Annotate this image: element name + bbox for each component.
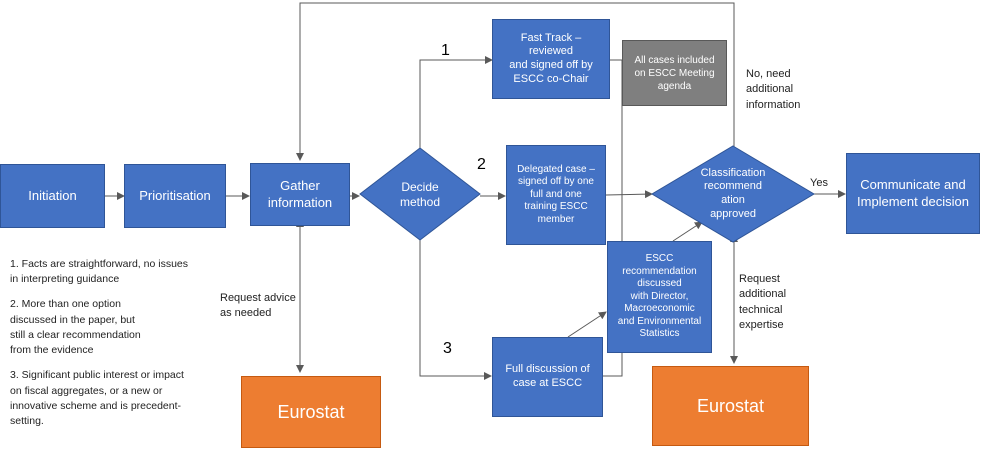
note-3: 3. Significant public interest or impact…	[10, 369, 184, 427]
decide-method-diamond	[359, 147, 481, 241]
arrow-decide-full-discussion	[419, 240, 492, 380]
prioritisation-label: Prioritisation	[139, 187, 211, 203]
escc-recommendation-box: ESCC recommendation discussed with Direc…	[607, 241, 712, 353]
eurostat-left-label: Eurostat	[277, 401, 345, 422]
initiation-label: Initiation	[28, 187, 77, 203]
arrow-full-discussion-escc-recommendation	[567, 311, 607, 338]
fast-track-box: Fast Track – reviewed and signed off by …	[492, 19, 610, 99]
arrow-decide-fast-track	[419, 56, 493, 148]
eurostat-right-label: Eurostat	[696, 395, 765, 416]
fast-track-label: Fast Track – reviewed and signed off by …	[509, 31, 593, 85]
request-expertise-label: Request additional technical expertise	[739, 273, 787, 332]
full-discussion-box: Full discussion of case at ESCC	[492, 337, 603, 417]
arrow-delegated-classification	[605, 190, 653, 199]
initiation-box: Initiation	[0, 164, 105, 228]
yes-label: Yes	[810, 177, 828, 189]
all-cases-agenda-label: All cases included on ESCC Meeting agend…	[634, 54, 715, 92]
escc-recommendation-label: ESCC recommendation discussed with Direc…	[617, 253, 702, 340]
route-number-2: 2	[477, 156, 486, 173]
route-notes: 1. Facts are straightforward, no issues …	[10, 257, 225, 439]
delegated-case-box: Delegated case – signed off by one full …	[506, 145, 606, 245]
classification-label: Classification recommend ation approved	[700, 166, 766, 220]
request-advice-label: Request advice as needed	[220, 292, 296, 320]
delegated-case-label: Delegated case – signed off by one full …	[517, 163, 595, 225]
prioritisation-box: Prioritisation	[124, 164, 226, 228]
full-discussion-label: Full discussion of case at ESCC	[505, 363, 590, 389]
no-need-information-label: No, need additional information	[746, 68, 801, 111]
route-number-1: 1	[441, 42, 450, 59]
all-cases-agenda-box: All cases included on ESCC Meeting agend…	[622, 40, 727, 106]
eurostat-right-box: Eurostat	[652, 366, 809, 446]
note-2: 2. More than one option discussed in the…	[10, 298, 141, 357]
decide-method-label: Decide method	[399, 180, 441, 209]
arrow-escc-recommendation-classification	[672, 221, 703, 242]
communicate-box: Communicate and Implement decision	[846, 153, 980, 234]
eurostat-left-box: Eurostat	[241, 376, 381, 448]
gather-information-label: Gather information	[267, 178, 333, 210]
communicate-label: Communicate and Implement decision	[857, 177, 969, 209]
arrow-feedback-gather	[296, 2, 735, 161]
classification-diamond	[651, 145, 815, 243]
connector-fast-track-full-discussion	[603, 59, 623, 377]
route-number-3: 3	[443, 340, 452, 357]
note-1: 1. Facts are straightforward, no issues …	[10, 258, 188, 286]
gather-information-box: Gather information	[250, 163, 350, 226]
